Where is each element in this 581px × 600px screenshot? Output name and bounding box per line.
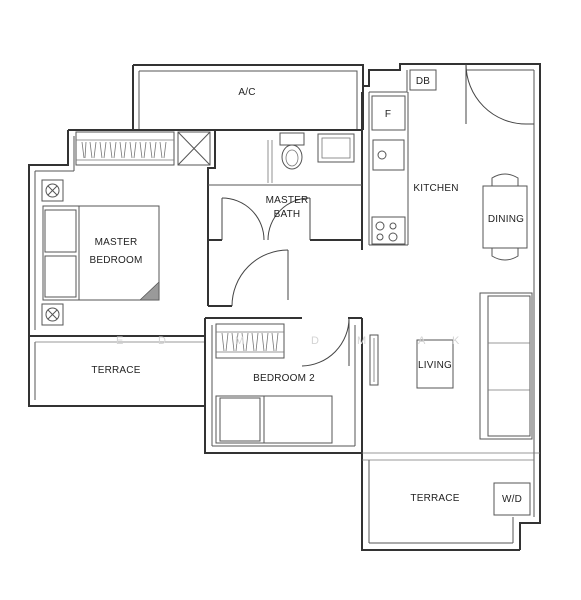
master-bed [42, 205, 160, 301]
terrace-right-label: TERRACE [410, 493, 459, 504]
outer-walls [28, 63, 541, 551]
wd-label: W/D [502, 494, 522, 505]
bedroom2-door [301, 317, 350, 367]
sofa [479, 292, 533, 440]
db-box [409, 69, 437, 91]
bedroom2-bed [215, 395, 333, 444]
ac-label: A/C [238, 87, 255, 98]
washer-dryer [493, 482, 531, 516]
master-bath-label-line2: BATH [274, 209, 301, 220]
bath-doors [221, 197, 311, 319]
living-label: LIVING [418, 360, 452, 371]
dining-table [482, 173, 528, 261]
bedside-lamps [41, 179, 64, 326]
master-bath-label-line1: MASTER [266, 195, 309, 206]
master-bedroom-label-line1: MASTER [95, 237, 138, 248]
living-coffee-table [416, 339, 454, 389]
watermark: E D M D M A K [116, 335, 461, 347]
kitchen-counter [368, 92, 409, 246]
watermark-letter: K [452, 335, 461, 347]
master-wardrobe [75, 131, 211, 166]
watermark-letter: A [418, 335, 427, 347]
terrace-left-label: TERRACE [91, 365, 140, 376]
watermark-letter: M [235, 335, 246, 347]
master-bath-fixtures [218, 132, 355, 186]
tv-console [369, 334, 379, 386]
bedroom2-wardrobe [215, 323, 285, 359]
dining-label: DINING [488, 214, 524, 225]
fridge-label: F [385, 109, 391, 120]
watermark-letter: E [116, 335, 125, 347]
kitchen-label: KITCHEN [413, 183, 458, 194]
master-bedroom-door [207, 240, 289, 307]
main-entrance-door [465, 63, 534, 125]
bedroom2-label: BEDROOM 2 [253, 373, 315, 384]
watermark-letter: D [158, 335, 168, 347]
master-bedroom-label-line2: BEDROOM [89, 255, 142, 266]
watermark-letter: D [311, 335, 321, 347]
db-label: DB [416, 76, 430, 87]
watermark-letter: M [357, 335, 368, 347]
